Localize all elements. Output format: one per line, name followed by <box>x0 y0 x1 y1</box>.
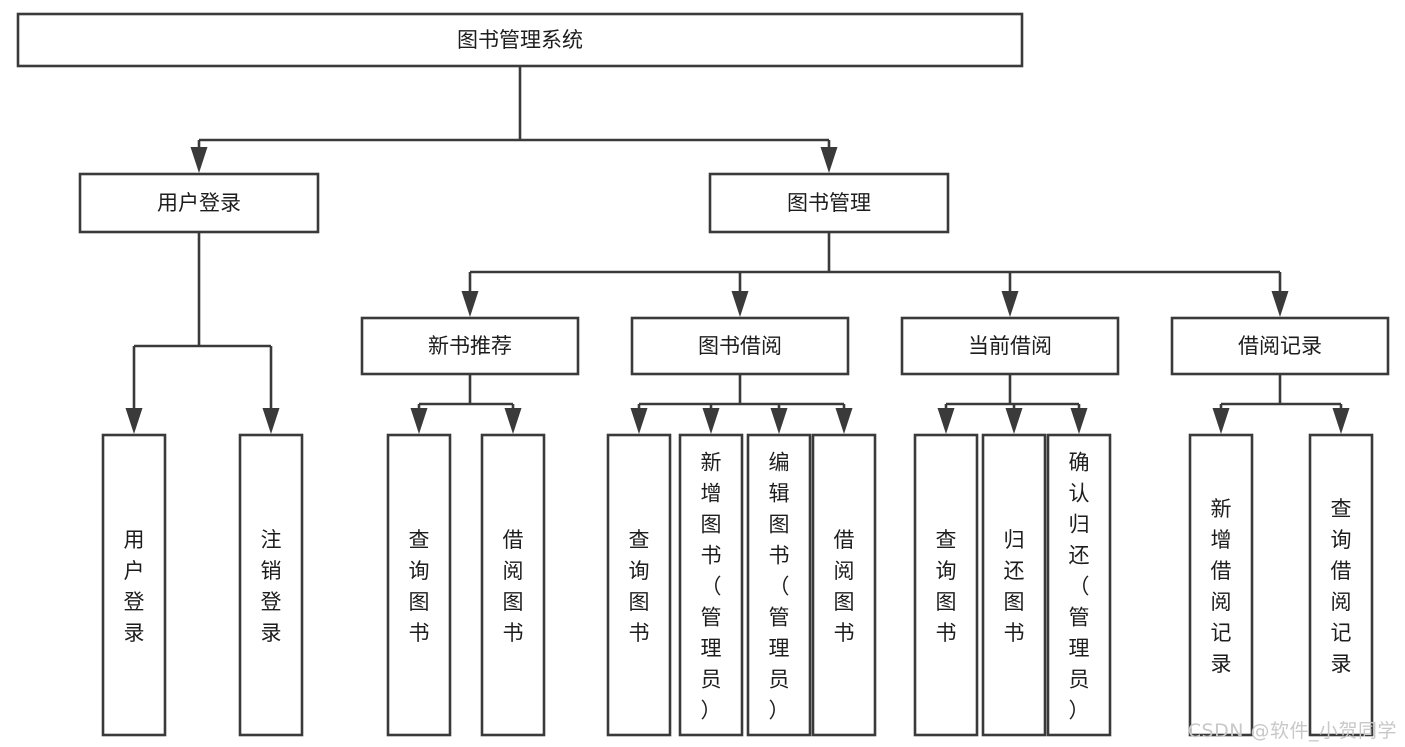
node-label: 图书管理系统 <box>457 28 583 52</box>
node-label: 查询图书 <box>936 528 957 645</box>
node-label: 新书推荐 <box>428 334 512 358</box>
arrow-head-icon <box>937 408 955 434</box>
node-leaf-bb-borrow[interactable]: 借阅图书 <box>811 433 877 737</box>
node-box[interactable] <box>981 433 1047 737</box>
node-user-login[interactable]: 用户登录 <box>78 172 320 234</box>
node-box[interactable] <box>746 433 812 737</box>
node-label: 用户登录 <box>124 528 145 645</box>
node-label: 图书借阅 <box>698 334 782 358</box>
node-label: 查询借阅记录 <box>1331 497 1352 676</box>
node-box[interactable] <box>913 433 979 737</box>
arrow-head-icon <box>702 408 720 434</box>
arrow-head-icon <box>1005 408 1023 434</box>
node-leaf-logout[interactable]: 注销登录 <box>238 433 304 737</box>
node-new-book-rec[interactable]: 新书推荐 <box>360 316 580 376</box>
node-label: 借阅图书 <box>503 528 524 645</box>
node-label: 图书管理 <box>787 191 871 215</box>
node-label: 确认归还（管理员） <box>1069 451 1090 723</box>
arrow-head-icon <box>1271 291 1289 317</box>
node-box[interactable] <box>480 433 546 737</box>
node-box[interactable] <box>1188 433 1254 737</box>
node-book-borrow[interactable]: 图书借阅 <box>630 316 850 376</box>
node-label: 新增图书（管理员） <box>701 451 722 723</box>
node-borrow-record[interactable]: 借阅记录 <box>1170 316 1390 376</box>
arrow-head-icon <box>1332 408 1350 434</box>
node-label: 借阅图书 <box>834 528 855 645</box>
node-leaf-bb-query[interactable]: 查询图书 <box>606 433 672 737</box>
node-box[interactable] <box>1046 433 1112 737</box>
node-box[interactable] <box>16 12 1024 68</box>
arrow-head-icon <box>1070 408 1088 434</box>
node-leaf-cb-confirm[interactable]: 确认归还（管理员） <box>1046 433 1112 737</box>
arrow-head-icon <box>770 408 788 434</box>
node-box[interactable] <box>1308 433 1374 737</box>
arrow-head-icon <box>1001 291 1019 317</box>
arrow-head-icon <box>630 408 648 434</box>
node-label: 当前借阅 <box>968 334 1052 358</box>
node-box[interactable] <box>386 433 452 737</box>
node-label: 查询图书 <box>629 528 650 645</box>
node-box[interactable] <box>811 433 877 737</box>
node-label: 用户登录 <box>157 191 241 215</box>
arrow-head-icon <box>835 408 853 434</box>
node-leaf-bb-add[interactable]: 新增图书（管理员） <box>678 433 744 737</box>
node-box[interactable] <box>78 172 320 234</box>
node-box[interactable] <box>101 433 167 737</box>
node-box[interactable] <box>606 433 672 737</box>
arrow-head-icon <box>1212 408 1230 434</box>
node-leaf-br-query[interactable]: 查询借阅记录 <box>1308 433 1374 737</box>
node-label: 编辑图书（管理员） <box>769 451 790 723</box>
connectors-layer <box>125 66 1350 434</box>
node-book-manage[interactable]: 图书管理 <box>708 172 950 234</box>
arrow-head-icon <box>190 147 208 173</box>
node-leaf-br-add[interactable]: 新增借阅记录 <box>1188 433 1254 737</box>
node-leaf-rec-query[interactable]: 查询图书 <box>386 433 452 737</box>
nodes-layer: 图书管理系统用户登录图书管理新书推荐图书借阅当前借阅借阅记录用户登录注销登录查询… <box>16 12 1390 737</box>
node-leaf-rec-borrow[interactable]: 借阅图书 <box>480 433 546 737</box>
arrow-head-icon <box>262 408 280 434</box>
node-label: 借阅记录 <box>1238 334 1322 358</box>
node-label: 注销登录 <box>261 528 282 645</box>
arrow-head-icon <box>504 408 522 434</box>
node-box[interactable] <box>678 433 744 737</box>
arrow-head-icon <box>410 408 428 434</box>
node-current-borrow[interactable]: 当前借阅 <box>900 316 1120 376</box>
arrow-head-icon <box>820 147 838 173</box>
arrow-head-icon <box>125 408 143 434</box>
arrow-head-icon <box>461 291 479 317</box>
node-box[interactable] <box>630 316 850 376</box>
node-box[interactable] <box>708 172 950 234</box>
node-leaf-user-login[interactable]: 用户登录 <box>101 433 167 737</box>
node-box[interactable] <box>238 433 304 737</box>
node-leaf-cb-query[interactable]: 查询图书 <box>913 433 979 737</box>
arrow-head-icon <box>731 291 749 317</box>
node-box[interactable] <box>360 316 580 376</box>
node-box[interactable] <box>900 316 1120 376</box>
node-label: 新增借阅记录 <box>1211 497 1232 676</box>
node-label: 查询图书 <box>409 528 430 645</box>
node-leaf-cb-return[interactable]: 归还图书 <box>981 433 1047 737</box>
node-root[interactable]: 图书管理系统 <box>16 12 1024 68</box>
node-label: 归还图书 <box>1004 528 1025 645</box>
node-leaf-bb-edit[interactable]: 编辑图书（管理员） <box>746 433 812 737</box>
node-box[interactable] <box>1170 316 1390 376</box>
